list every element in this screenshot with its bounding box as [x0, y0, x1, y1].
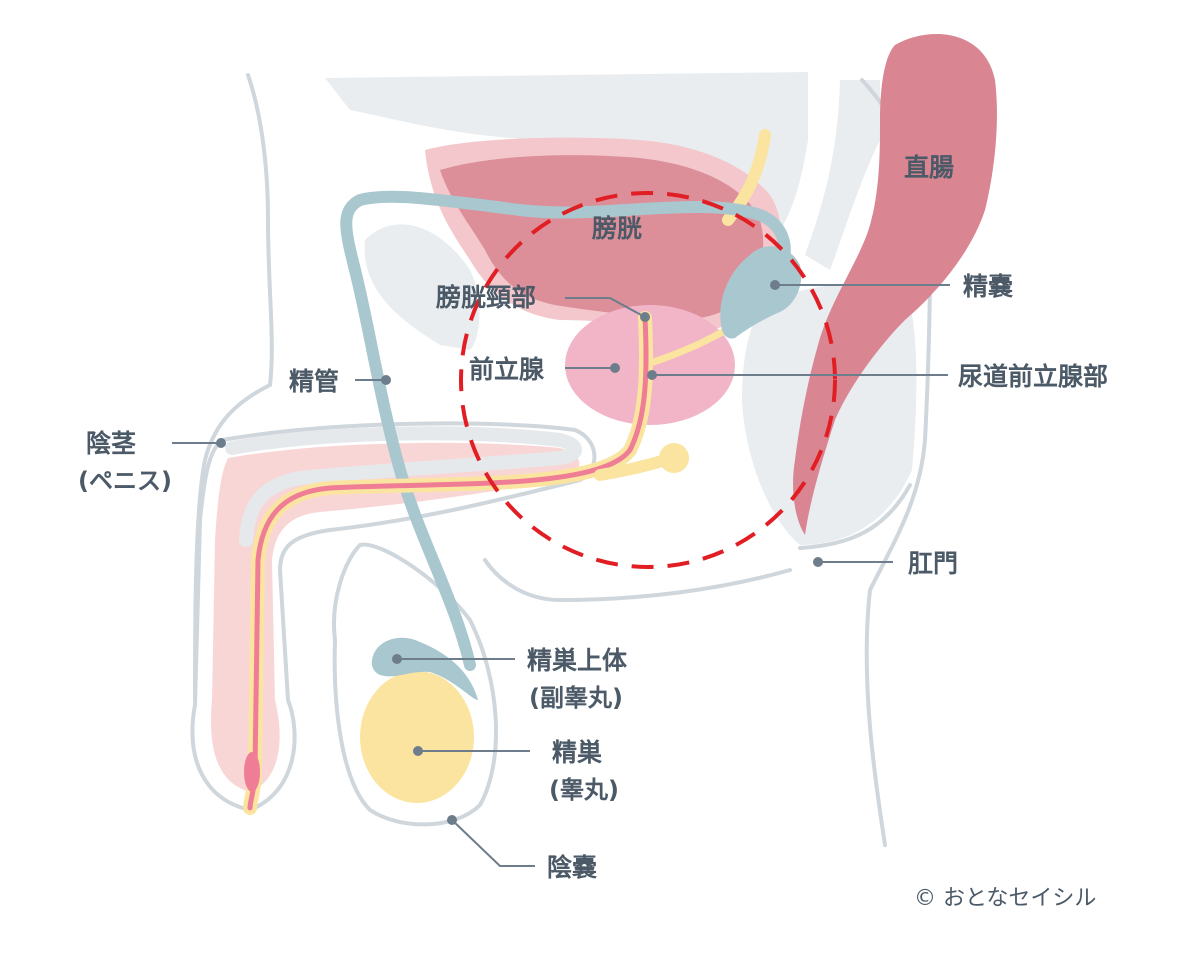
abdominal-cavity: [325, 72, 808, 245]
buttock-curve: [798, 483, 912, 550]
scrotum: [332, 542, 498, 827]
label-epididymis-line2: (副睾丸): [529, 684, 623, 712]
label-penis-line2: (ペニス): [78, 467, 172, 495]
corpus-cavernosum: [225, 426, 582, 547]
pubic-bone: [364, 224, 480, 350]
leader-lines: [172, 280, 950, 867]
pelvic-region: [805, 80, 880, 270]
dot-vas-deferens: [381, 375, 391, 385]
label-prostate: 前立腺: [469, 355, 545, 384]
highlight-circle: [459, 191, 837, 569]
label-seminal-vesicle: 精嚢: [963, 272, 1013, 301]
leader-bladder-neck: [565, 297, 644, 317]
label-testis-line1: 精巣: [552, 738, 603, 767]
glans-tip: [244, 752, 260, 792]
label-prostatic-urethra: 尿道前立腺部: [958, 362, 1108, 391]
copyright-notice: © おとなセイシル: [914, 886, 1097, 911]
testis: [360, 671, 474, 803]
dot-penis: [216, 438, 226, 448]
dot-seminal-vesicle: [770, 280, 780, 290]
crotch-outline: [483, 558, 792, 603]
dot-scrotum: [447, 815, 457, 825]
dot-prostatic-urethra: [647, 370, 657, 380]
bulbourethral-gland: [659, 443, 689, 473]
dot-testis: [413, 746, 423, 756]
label-vas-deferens: 精管: [289, 367, 339, 396]
dot-anus: [813, 557, 823, 567]
label-epididymis-line1: 精巣上体: [527, 646, 628, 675]
label-rectum: 直腸: [904, 153, 954, 182]
label-testis-line2: (睾丸): [549, 776, 619, 804]
label-bladder: 膀胱: [591, 214, 642, 243]
label-scrotum: 陰嚢: [547, 853, 597, 882]
dot-prostate: [610, 363, 620, 373]
leader-scrotum: [451, 819, 535, 867]
label-penis-line1: 陰茎: [86, 429, 136, 458]
label-bladder-neck: 膀胱頸部: [435, 283, 536, 312]
labels: 膀胱 直腸 膀胱頸部 精嚢 前立腺 尿道前立腺部 精管 陰茎 (ペニス) 肛門 …: [78, 153, 1108, 882]
pelvic-organs: [425, 129, 802, 425]
urethra: [243, 311, 689, 815]
dot-epididymis: [392, 654, 402, 664]
dot-bladder-neck: [640, 312, 650, 322]
body-front-outline: [193, 73, 274, 702]
label-anus: 肛門: [908, 549, 958, 578]
epididymis: [371, 637, 478, 700]
